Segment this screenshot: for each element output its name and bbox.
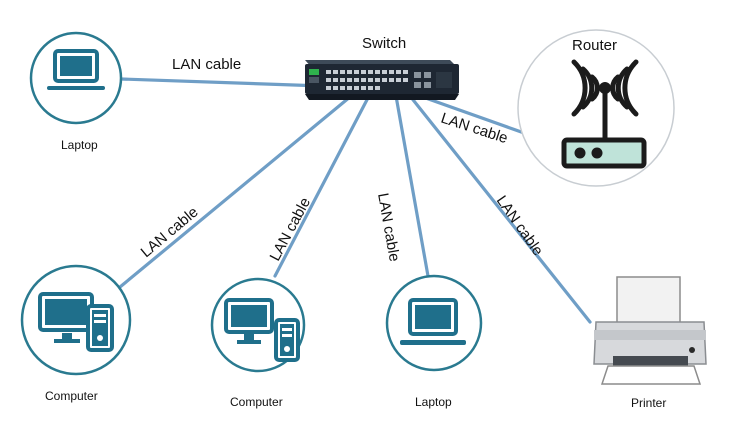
router-icon: [561, 59, 647, 169]
cable-laptop-bottom: [394, 94, 430, 278]
cable-computer-mid: [273, 92, 372, 278]
router-node: Router: [517, 29, 675, 187]
cable-label-top: LAN cable: [172, 56, 241, 73]
computer-left-node: Computer: [20, 264, 132, 403]
switch-label: Switch: [362, 35, 406, 52]
laptop-top-node: Laptop: [29, 31, 123, 152]
laptop-icon: [400, 298, 466, 345]
cable-label-laptop-bottom: LAN cable: [374, 192, 403, 263]
laptop-bottom-node: Laptop: [385, 274, 483, 409]
cable-label-printer: LAN cable: [493, 193, 547, 259]
cable-label-computer-mid: LAN cable: [267, 195, 315, 264]
router-label: Router: [572, 37, 617, 54]
laptop-bottom-label: Laptop: [415, 395, 452, 409]
laptop-icon: [47, 49, 105, 90]
computer-icon: [38, 292, 114, 352]
switch-icon: [305, 60, 459, 100]
cable-printer: [408, 94, 592, 324]
cable-computer-left: [118, 90, 358, 289]
cables: [118, 77, 592, 324]
laptop-top-label: Laptop: [61, 138, 98, 152]
computer-mid-label: Computer: [230, 395, 283, 409]
cable-label-computer-left: LAN cable: [138, 204, 202, 262]
computer-mid-node: Computer: [210, 277, 306, 409]
printer-label: Printer: [631, 396, 666, 410]
computer-icon: [224, 298, 300, 362]
printer-icon: Printer: [593, 276, 707, 410]
computer-left-label: Computer: [45, 389, 98, 403]
